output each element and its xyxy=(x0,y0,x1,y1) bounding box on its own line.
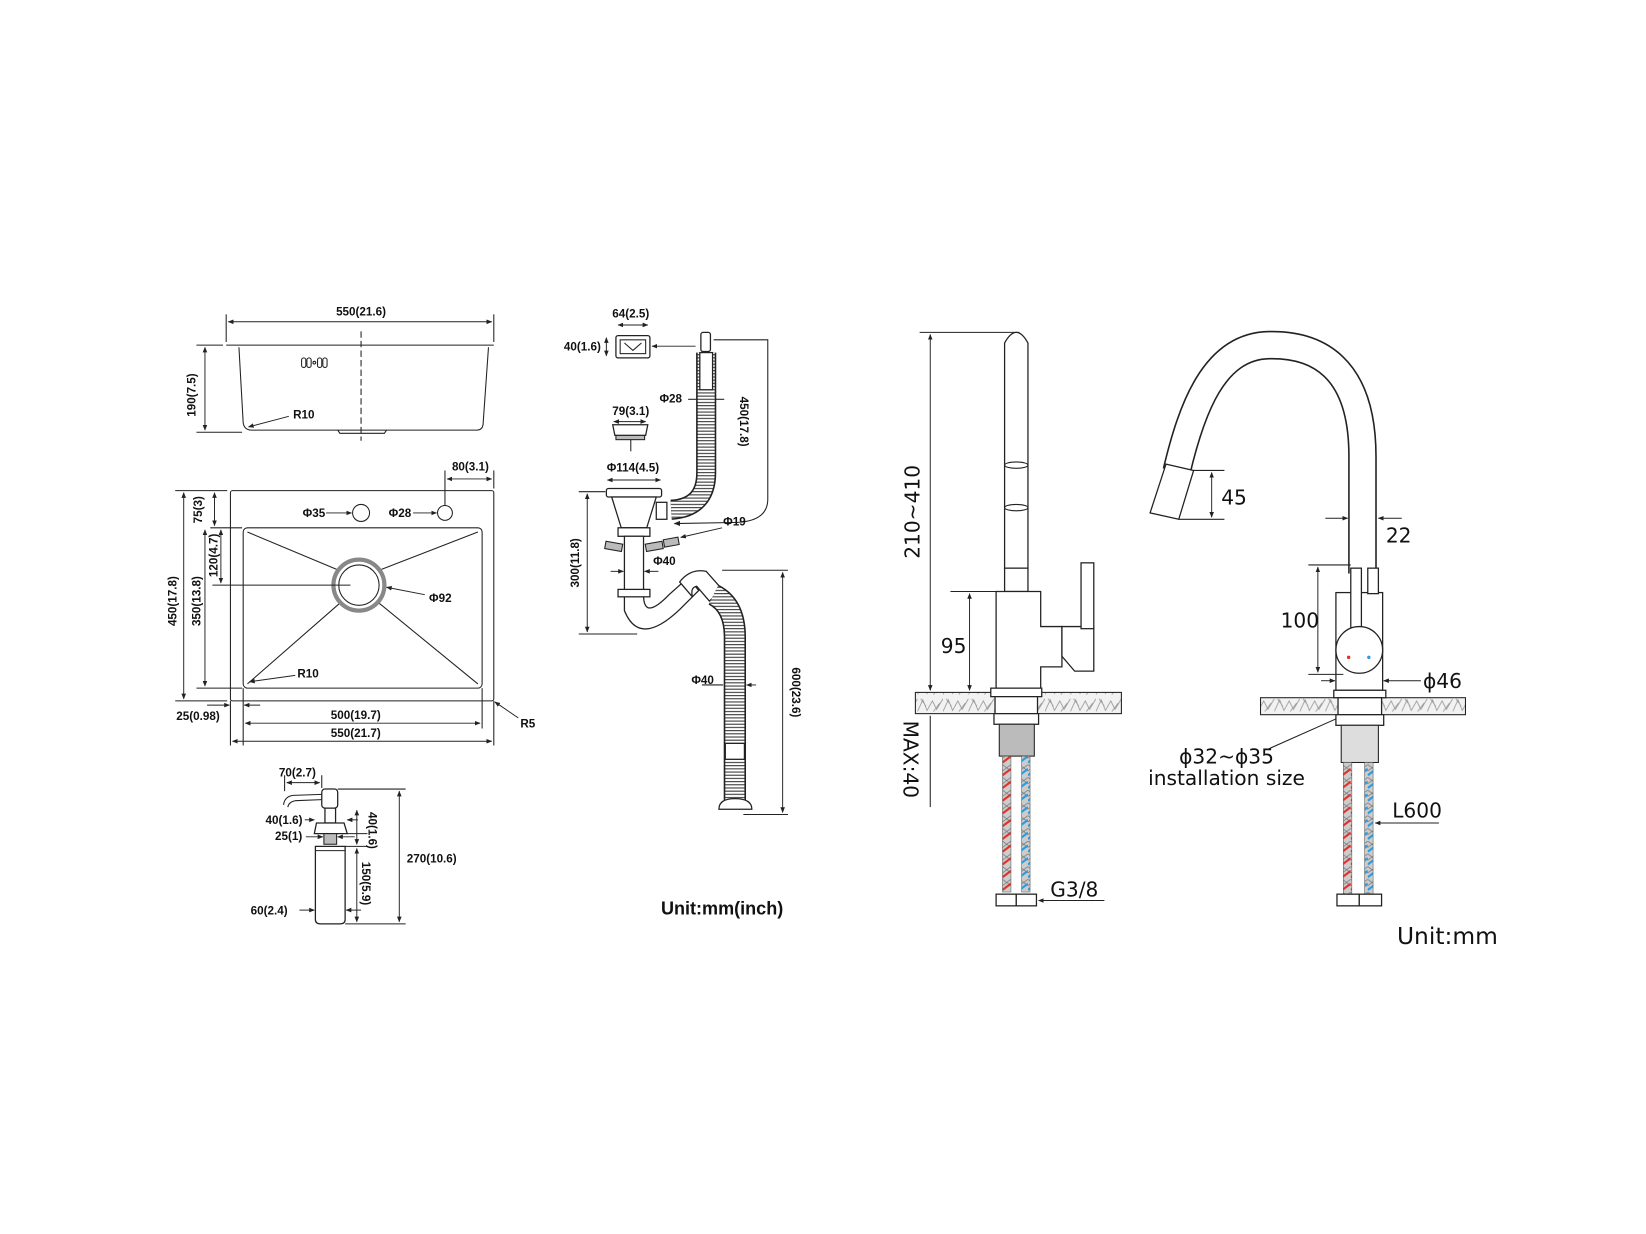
cold-indicator xyxy=(1367,655,1371,660)
rim-label: 25(0.98) xyxy=(176,710,220,723)
tap-hole-35 xyxy=(352,503,371,522)
sink-width-label: 550(21.6) xyxy=(336,305,386,318)
side-inlet-label: Φ19 xyxy=(723,516,746,529)
bowl-length-label: 350(13.8) xyxy=(191,576,204,626)
overflow-length-label: 450(17.8) xyxy=(737,397,750,447)
tube-label: 22 xyxy=(1386,524,1412,548)
overflow-slot-icon xyxy=(301,357,328,368)
faucet-unit-label: Unit:mm xyxy=(1397,922,1498,950)
drain-kit: 64(2.5) 40(1.6) Φ28 450(17.8) 79(3.1) Φ1… xyxy=(564,308,802,919)
bowl-radius-label: R10 xyxy=(297,668,319,681)
flange-label: Φ114(4.5) xyxy=(607,462,660,475)
overflow-width-label: 64(2.5) xyxy=(612,308,649,321)
hole-size-label: ϕ32~ϕ35 xyxy=(1179,745,1274,769)
tap-offset-label: 80(3.1) xyxy=(452,460,489,473)
drain-unit-label: Unit:mm(inch) xyxy=(661,898,783,918)
overall-length-label: 450(17.8) xyxy=(166,576,179,626)
hole-note-label: installation size xyxy=(1148,766,1305,790)
sink-plan-view: Φ35 Φ28 80(3.1) 75(3) 120(4.7) 350(13.8)… xyxy=(166,460,536,746)
faucet-front-view: 45 22 100 ϕ46 ϕ32~ϕ35 installation size … xyxy=(1148,330,1498,950)
hole-1-label: Φ35 xyxy=(303,507,326,520)
corner-radius-label: R5 xyxy=(520,717,535,730)
base-diameter-label: ϕ46 xyxy=(1423,669,1462,693)
soap-dispenser: 70(2.7) 40(1.6) 25(1) 40(1.6) 150(5.9) 2… xyxy=(251,766,457,925)
connector-label: G3/8 xyxy=(1050,877,1098,901)
overall-width-label: 550(21.7) xyxy=(331,727,381,740)
pipe-label: Φ40 xyxy=(653,555,676,568)
thread-label: 25(1) xyxy=(275,830,302,843)
bottle-height-label: 150(5.9) xyxy=(359,862,372,906)
bottle-diameter-label: 60(2.4) xyxy=(251,904,288,917)
bowl-width-label: 500(19.7) xyxy=(331,709,381,722)
sink-depth-label: 190(7.5) xyxy=(185,373,198,417)
edge-to-bowl-label: 75(3) xyxy=(192,496,205,523)
basket-label: 79(3.1) xyxy=(612,405,649,418)
spout-head-label: 45 xyxy=(1221,485,1247,509)
drain-diameter-label: Φ92 xyxy=(429,592,452,605)
faucet-height-label: 210~410 xyxy=(901,465,925,559)
max-thickness-label: MAX:40 xyxy=(899,721,923,798)
outlet-hose-label: Φ40 xyxy=(691,674,714,687)
body-height-label: 95 xyxy=(941,634,967,658)
overflow-hose-label: Φ28 xyxy=(659,392,682,405)
hot-indicator xyxy=(1346,655,1351,660)
total-height-label: 270(10.6) xyxy=(407,852,457,865)
collar-label: 40(1.6) xyxy=(265,814,302,827)
hole-2-label: Φ28 xyxy=(389,507,412,520)
sink-side-radius-label: R10 xyxy=(293,408,315,421)
faucet-side-view: 210~410 95 MAX:40 G3/8 xyxy=(899,331,1122,907)
trap-height-label: 300(11.8) xyxy=(569,538,582,587)
outlet-length-label: 600(23.6) xyxy=(789,667,802,717)
spout-length-label: 70(2.7) xyxy=(279,766,316,779)
head-height-label: 40(1.6) xyxy=(365,812,378,849)
tap-hole-28 xyxy=(436,504,453,521)
hose-length-label: L600 xyxy=(1392,799,1442,823)
front-body-height-label: 100 xyxy=(1281,609,1319,633)
overflow-height-label: 40(1.6) xyxy=(564,340,601,353)
edge-to-drain-label: 120(4.7) xyxy=(208,534,221,578)
sink-side-view: 550(21.6) 190(7.5) R10 xyxy=(185,305,495,441)
overflow-cover xyxy=(615,334,651,359)
